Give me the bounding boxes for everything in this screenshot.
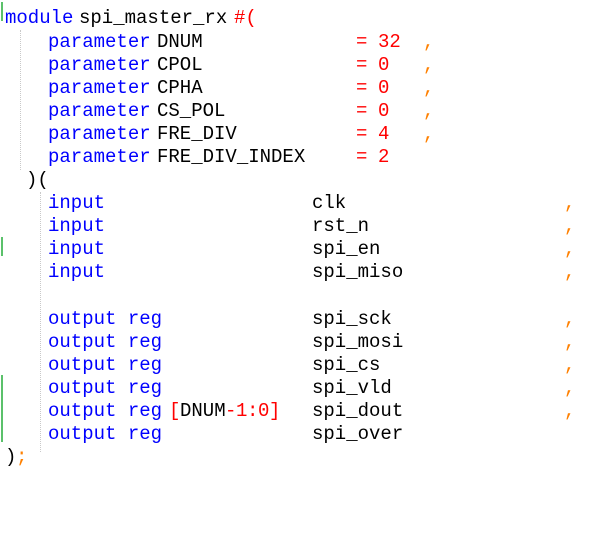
keyword-output: output reg — [48, 354, 163, 376]
code-line-input: input spi_en, — [0, 238, 596, 261]
indent-guide — [20, 30, 21, 170]
port-name: rst_n — [312, 215, 370, 237]
keyword-input: input — [48, 238, 106, 260]
code-line-port-open: )( — [0, 169, 596, 192]
width-open-bracket: [ — [169, 400, 181, 422]
code-line-close: ) ; — [0, 446, 596, 469]
port-list-open: )( — [26, 169, 49, 191]
change-marker — [1, 237, 3, 256]
indent-guide — [40, 192, 41, 452]
port-name: spi_en — [312, 238, 381, 260]
code-line-input: input rst_n, — [0, 215, 596, 238]
keyword-output: output reg — [48, 377, 163, 399]
comma: , — [564, 308, 576, 330]
code-line-output: output reg spi_mosi, — [0, 331, 596, 354]
width-close-bracket: ] — [269, 400, 281, 422]
code-line-output: output reg [DNUM-1:0] spi_dout, — [0, 400, 596, 423]
comma: , — [423, 100, 435, 122]
port-name: spi_cs — [312, 354, 381, 376]
parameter-value: 4 — [378, 123, 390, 145]
comma: , — [564, 261, 576, 283]
parameter-value: 0 — [378, 77, 390, 99]
parameter-name: CPHA — [157, 77, 203, 99]
parameter-name: FRE_DIV_INDEX — [157, 146, 306, 168]
parameter-value: 2 — [378, 146, 390, 168]
comma: , — [564, 192, 576, 214]
keyword-parameter: parameter — [48, 31, 151, 53]
port-name: clk — [312, 192, 347, 214]
close-paren: ) — [5, 446, 17, 468]
keyword-output: output reg — [48, 331, 163, 353]
parameter-value: 0 — [378, 54, 390, 76]
parameter-name: DNUM — [157, 31, 203, 53]
keyword-input: input — [48, 192, 106, 214]
keyword-module: module — [5, 7, 74, 29]
parameter-name: CPOL — [157, 54, 203, 76]
width-msb: 1 — [236, 400, 248, 422]
comma: , — [564, 331, 576, 353]
comma: , — [423, 31, 435, 53]
keyword-parameter: parameter — [48, 123, 151, 145]
keyword-output: output reg — [48, 400, 163, 422]
comma: , — [564, 354, 576, 376]
keyword-input: input — [48, 261, 106, 283]
code-line-parameter: parameter FRE_DIV = 4, — [0, 123, 596, 146]
assign-operator: = — [356, 146, 368, 168]
assign-operator: = — [356, 77, 368, 99]
semicolon: ; — [16, 446, 28, 468]
keyword-parameter: parameter — [48, 54, 151, 76]
code-line-output: output reg spi_vld, — [0, 377, 596, 400]
parameter-value: 32 — [378, 31, 401, 53]
code-line-parameter: parameter CPOL = 0, — [0, 54, 596, 77]
code-line-parameter: parameter FRE_DIV_INDEX = 2 — [0, 146, 596, 169]
code-line-module-header: module spi_master_rx #( — [0, 7, 596, 30]
assign-operator: = — [356, 123, 368, 145]
param-list-open: #( — [234, 7, 257, 29]
code-line-output: output reg spi_cs, — [0, 354, 596, 377]
change-marker — [1, 2, 3, 21]
code-line-input: input clk, — [0, 192, 596, 215]
port-name: spi_miso — [312, 261, 404, 283]
comma: , — [423, 54, 435, 76]
code-line-parameter: parameter DNUM = 32, — [0, 31, 596, 54]
keyword-parameter: parameter — [48, 100, 151, 122]
comma: , — [564, 215, 576, 237]
code-line-output: output reg spi_over — [0, 423, 596, 446]
comma: , — [423, 123, 435, 145]
comma: , — [564, 377, 576, 399]
keyword-parameter: parameter — [48, 77, 151, 99]
change-marker — [1, 375, 3, 442]
code-line-parameter: parameter CS_POL = 0, — [0, 100, 596, 123]
comma: , — [423, 77, 435, 99]
port-name: spi_mosi — [312, 331, 404, 353]
keyword-output: output reg — [48, 423, 163, 445]
parameter-name: CS_POL — [157, 100, 226, 122]
code-line-input: input spi_miso, — [0, 261, 596, 284]
keyword-parameter: parameter — [48, 146, 151, 168]
code-line-output: output reg spi_sck, — [0, 308, 596, 331]
width-param: DNUM — [180, 400, 226, 422]
width-colon: : — [247, 400, 259, 422]
parameter-name: FRE_DIV — [157, 123, 237, 145]
assign-operator: = — [356, 31, 368, 53]
assign-operator: = — [356, 100, 368, 122]
comma: , — [564, 400, 576, 422]
port-name: spi_vld — [312, 377, 392, 399]
keyword-input: input — [48, 215, 106, 237]
keyword-output: output reg — [48, 308, 163, 330]
port-name: spi_sck — [312, 308, 392, 330]
code-line-parameter: parameter CPHA = 0, — [0, 77, 596, 100]
port-name: spi_dout — [312, 400, 404, 422]
comma: , — [564, 238, 576, 260]
width-minus: - — [225, 400, 237, 422]
assign-operator: = — [356, 54, 368, 76]
port-name: spi_over — [312, 423, 404, 445]
width-lsb: 0 — [258, 400, 270, 422]
module-name: spi_master_rx — [79, 7, 228, 29]
parameter-value: 0 — [378, 100, 390, 122]
